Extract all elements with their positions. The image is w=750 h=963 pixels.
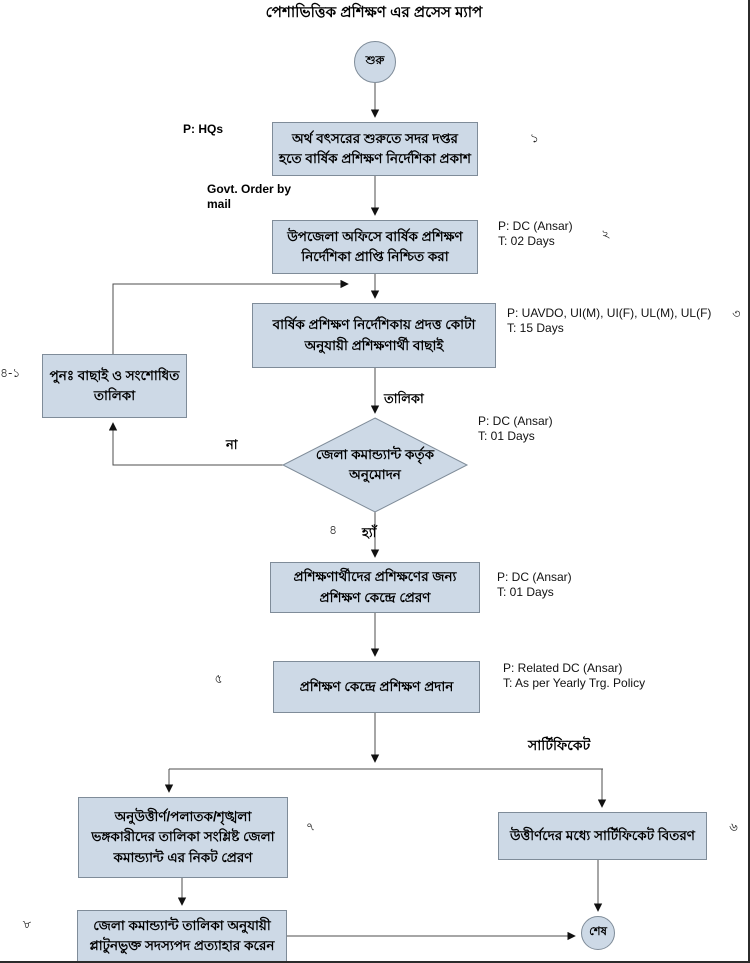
node-step5-provide-training: প্রশিক্ষণ কেন্দ্রে প্রশিক্ষণ প্রদান (273, 661, 480, 713)
step-number-5: ৫ (212, 671, 225, 687)
node-step8-text: জেলা কমান্ড্যান্ট তালিকা অনুযায়ী প্লাটু… (89, 917, 275, 953)
annotation-govt-order: Govt. Order by mail (207, 182, 291, 212)
start-label: শুরু (365, 55, 385, 68)
node-step3-select-trainees: বার্ষিক প্রশিক্ষণ নির্দেশিকায় প্রদত্ত ক… (252, 303, 496, 368)
annotation-step5-pt: P: Related DC (Ansar) T: As per Yearly T… (503, 661, 645, 691)
node-step6-distribute-certificates: উত্তীর্ণদের মধ্যে সার্টিফিকেট বিতরণ (498, 812, 707, 860)
node-step1-publish-directive: অর্থ বৎসরের শুরুতে সদর দপ্তর হতে বার্ষিক… (272, 122, 478, 176)
node-step8-withdraw-membership: জেলা কমান্ড্যান্ট তালিকা অনুযায়ী প্লাটু… (77, 910, 287, 961)
end-terminator: শেষ (581, 916, 615, 950)
step-number-8: ৮ (21, 916, 34, 932)
annotation-step3-p: P: UAVDO, UI(M), UI(F), UL(M), UL(F) (507, 306, 712, 320)
annotation-step3-pt: P: UAVDO, UI(M), UI(F), UL(M), UL(F) T: … (507, 306, 711, 336)
annotation-govt-order-line2: mail (207, 197, 232, 211)
node-step5-text: প্রশিক্ষণ কেন্দ্রে প্রশিক্ষণ প্রদান (299, 678, 454, 694)
annotation-step5-t: T: As per Yearly Trg. Policy (503, 676, 646, 690)
node-step7-text: অনুউত্তীর্ণ/পলাতক/শৃঙ্খলা ভঙ্গকারীদের তা… (91, 809, 275, 865)
step-number-4-1: ৪-১ (0, 366, 21, 380)
node-revised-list: পুনঃ বাছাই ও সংশোধিত তালিকা (42, 354, 187, 418)
node-step3-text: বার্ষিক প্রশিক্ষণ নির্দেশিকায় প্রদত্ত ক… (272, 317, 476, 353)
node-step1-text: অর্থ বৎসরের শুরুতে সদর দপ্তর হতে বার্ষিক… (279, 130, 471, 166)
step-number-3: ৩ (730, 306, 743, 322)
annotation-step4-p: P: DC (Ansar) (497, 570, 572, 584)
annotation-step4-pt: P: DC (Ansar) T: 01 Days (497, 570, 572, 600)
end-label: শেষ (589, 926, 607, 939)
annotation-step4-t: T: 01 Days (497, 585, 554, 599)
edge-label-no: না (226, 437, 238, 452)
step-number-1: ১ (528, 130, 541, 146)
node-step7-send-fail-list: অনুউত্তীর্ণ/পলাতক/শৃঙ্খলা ভঙ্গকারীদের তা… (78, 797, 288, 878)
node-step4-send-to-center: প্রশিক্ষণার্থীদের প্রশিক্ষণের জন্য প্রশি… (270, 562, 480, 613)
step-number-2: ২ (599, 226, 612, 242)
annotation-step2-pt: P: DC (Ansar) T: 02 Days (498, 219, 573, 249)
annotation-decision-pt: P: DC (Ansar) T: 01 Days (478, 414, 553, 444)
step-number-7: ৭ (304, 819, 317, 835)
node-decision-approval: জেলা কমান্ড্যান্ট কর্তৃক অনুমোদন (298, 431, 452, 499)
annotation-step2-t: T: 02 Days (498, 234, 555, 248)
node-step2-text: উপজেলা অফিসে বার্ষিক প্রশিক্ষণ নির্দেশিক… (287, 228, 463, 264)
step-number-6: ৬ (727, 819, 740, 835)
page-title: পেশাভিত্তিক প্রশিক্ষণ এর প্রসেস ম্যাপ (265, 4, 483, 21)
step-number-4: ৪ (329, 523, 338, 537)
annotation-decision-p: P: DC (Ansar) (478, 414, 553, 428)
node-step6-text: উত্তীর্ণদের মধ্যে সার্টিফিকেট বিতরণ (510, 827, 695, 843)
annotation-decision-t: T: 01 Days (478, 429, 535, 443)
start-terminator: শুরু (354, 41, 396, 83)
annotation-govt-order-line1: Govt. Order by (207, 182, 292, 196)
edge-label-list: তালিকা (384, 391, 424, 406)
node-decision-text: জেলা কমান্ড্যান্ট কর্তৃক অনুমোদন (315, 447, 435, 482)
annotation-step5-p: P: Related DC (Ansar) (503, 661, 623, 675)
edge-label-certificate: সার্টিফিকেট (528, 737, 591, 753)
node-step2-confirm-receipt: উপজেলা অফিসে বার্ষিক প্রশিক্ষণ নির্দেশিক… (272, 220, 478, 274)
annotation-step2-p: P: DC (Ansar) (498, 219, 573, 233)
annotation-step3-t: T: 15 Days (507, 321, 564, 335)
arrow-decision-no-to-revised-list (108, 422, 283, 466)
edge-label-yes: হ্যাঁ (362, 525, 377, 540)
annotation-step1-p: P: HQs (183, 122, 224, 136)
node-revised-list-text: পুনঃ বাছাই ও সংশোধিত তালিকা (49, 367, 180, 403)
node-step4-text: প্রশিক্ষণার্থীদের প্রশিক্ষণের জন্য প্রশি… (293, 569, 457, 605)
